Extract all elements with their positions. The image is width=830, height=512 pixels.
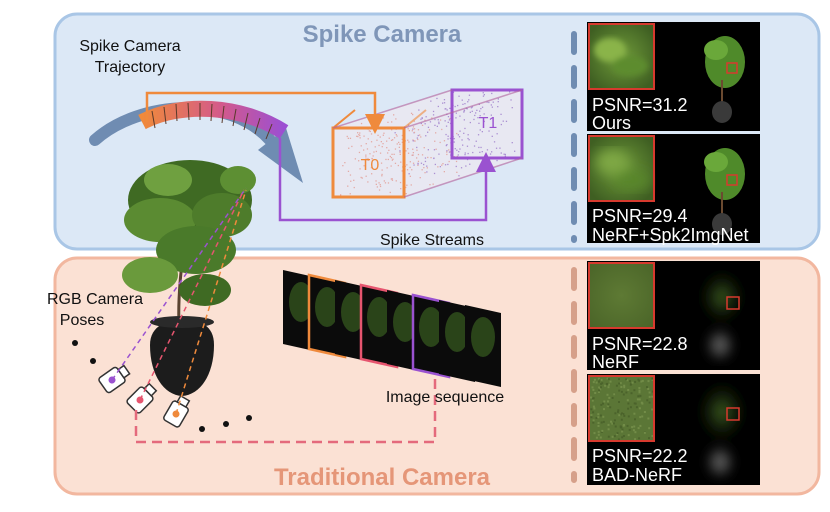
camera-trajectory-band bbox=[138, 100, 289, 140]
result-ours: PSNR=31.2 Ours bbox=[587, 22, 760, 133]
rgb-poses-label-line1: RGB Camera bbox=[47, 291, 143, 308]
result-bad-nerf-method: BAD-NeRF bbox=[592, 465, 682, 485]
result-nerf-psnr: PSNR=22.8 bbox=[592, 334, 688, 354]
pose-to-sequence-connector bbox=[134, 360, 437, 444]
trajectory-label-line1: Spike Camera bbox=[79, 38, 180, 55]
spike-camera-title: Spike Camera bbox=[303, 21, 462, 48]
result-nerf-method: NeRF bbox=[592, 352, 639, 372]
result-bad-nerf-psnr: PSNR=22.2 bbox=[592, 446, 688, 466]
result-bad-nerf: PSNR=22.2 BAD-NeRF bbox=[587, 374, 760, 485]
result-nerf-spk2imgnet: PSNR=29.4 NeRF+Spk2ImgNet bbox=[587, 134, 760, 245]
t1-label: T1 bbox=[479, 115, 498, 132]
result-nerf: PSNR=22.8 NeRF bbox=[587, 261, 760, 372]
t0-connector bbox=[145, 91, 385, 134]
traditional-camera-title: Traditional Camera bbox=[274, 464, 491, 491]
spike-streams-label: Spike Streams bbox=[380, 232, 484, 249]
pose-dots bbox=[72, 340, 252, 432]
trajectory-label-line2: Trajectory bbox=[95, 59, 166, 76]
sequence-frame bbox=[465, 305, 501, 387]
plant-icon bbox=[122, 160, 256, 396]
result-ours-psnr: PSNR=31.2 bbox=[592, 95, 688, 115]
t1-connector bbox=[278, 138, 496, 222]
image-sequence-frames bbox=[283, 270, 501, 387]
camera-view-rays bbox=[111, 187, 247, 415]
rgb-poses-label-line2: Poses bbox=[60, 312, 104, 329]
result-nerf-spk2imgnet-method: NeRF+Spk2ImgNet bbox=[592, 225, 749, 245]
t0-label: T0 bbox=[361, 157, 380, 174]
result-ours-method: Ours bbox=[592, 113, 631, 133]
image-sequence-label: Image sequence bbox=[386, 389, 504, 406]
result-nerf-spk2imgnet-psnr: PSNR=29.4 bbox=[592, 206, 688, 226]
